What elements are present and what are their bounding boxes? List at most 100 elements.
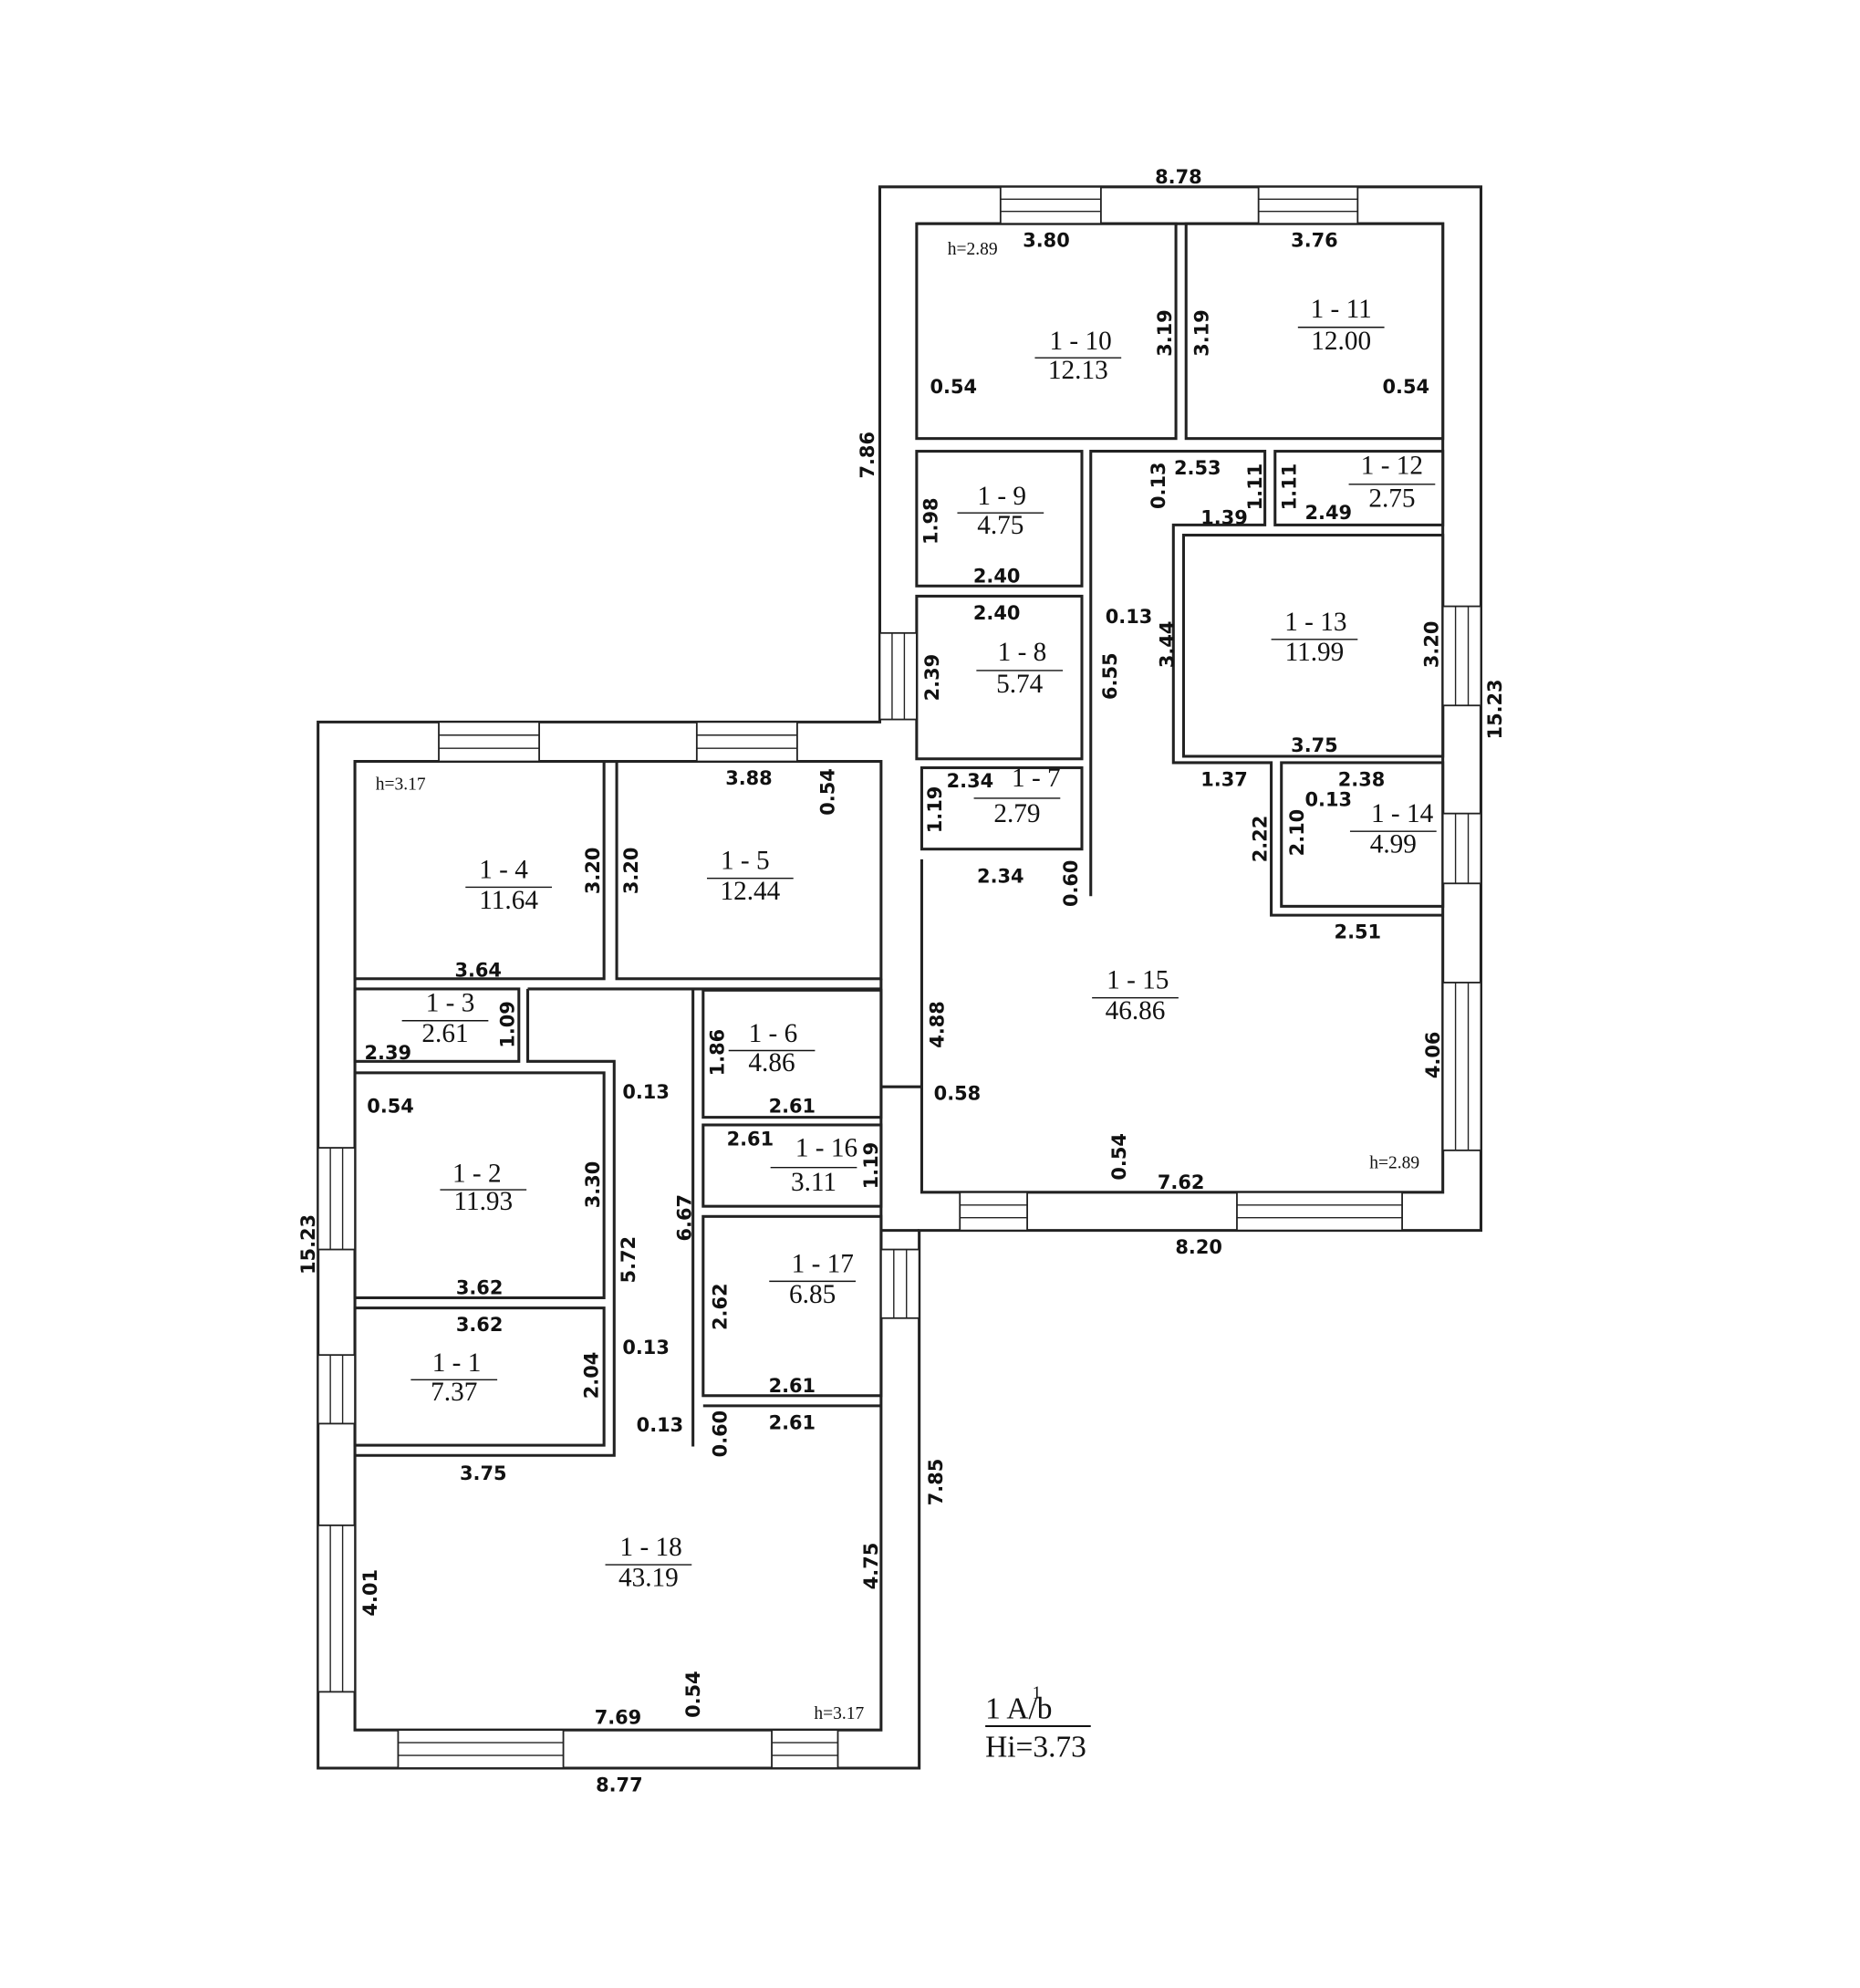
dimension-label: 5.72 [618,1236,639,1284]
dimension-label: 4.75 [860,1543,882,1590]
dimension-label: 0.13 [622,1081,670,1103]
window [397,1729,565,1769]
window [1441,982,1482,1151]
dimension-label: 7.62 [1158,1171,1205,1193]
dimension-label: 7.85 [925,1459,947,1506]
ceiling-height: h=2.89 [948,240,998,259]
dimension-label: 2.51 [1335,921,1382,943]
dimension-label: 0.13 [637,1414,684,1436]
room-number: 1 - 9 [977,482,1026,511]
room-number: 1 - 4 [479,855,528,884]
corridor-wall [355,987,922,1457]
dimension-label: 3.20 [1421,621,1443,669]
dimension-label: 2.53 [1174,457,1221,479]
dimension-label: 3.64 [454,959,502,981]
window [1441,812,1482,885]
window [317,1354,356,1425]
plan-label: 1 A/b 1 Hi=3.73 [985,1683,1091,1764]
window [1236,1191,1403,1232]
room-area: 2.61 [421,1019,468,1048]
dimension-label: 0.60 [1060,860,1082,908]
dimension-label: 15.23 [1484,679,1506,739]
room-area: 7.37 [431,1378,477,1407]
dimension-label: 7.86 [857,432,878,479]
window [999,185,1102,225]
room-area: 4.86 [748,1048,795,1077]
dimension-label: 0.13 [1106,606,1153,628]
room-1-10 [915,222,1178,441]
dimension-label: 3.44 [1157,621,1179,669]
dimension-label: 0.13 [622,1337,670,1358]
room-area: 11.64 [479,886,538,915]
room-1-12 [1273,450,1445,526]
dimension-label: 0.13 [1148,462,1169,509]
room-area: 4.75 [977,511,1024,540]
dimension-label: 15.23 [297,1214,319,1275]
dimension-label: 3.75 [460,1462,507,1484]
window [878,631,918,721]
room-number: 1 - 16 [795,1134,857,1163]
ceiling-height: h=2.89 [1369,1154,1419,1173]
dimension-label: 0.13 [1305,789,1353,811]
room-area: 2.79 [993,799,1040,828]
dimension-label: 3.80 [1023,230,1070,252]
room-1-3 [353,987,521,1063]
dimension-label: 1.86 [707,1029,729,1077]
dimension-label: 2.62 [709,1283,731,1330]
room-area: 2.75 [1368,484,1415,514]
dimension-label: 1.11 [1244,463,1266,511]
dimension-label: 1.19 [860,1142,882,1190]
window [959,1191,1028,1232]
room-number: 1 - 12 [1361,451,1423,480]
ceiling-height: h=3.17 [814,1704,864,1723]
dimension-label: 3.20 [582,848,604,895]
dimension-label: 2.38 [1338,768,1386,790]
dimension-label: 1.19 [924,786,946,834]
dimension-label: 3.30 [582,1161,604,1209]
room-number: 1 - 15 [1107,966,1169,995]
room-area: 43.19 [618,1563,679,1592]
dimension-label: 3.19 [1190,309,1212,357]
dimension-label: 2.61 [727,1129,774,1150]
room-number: 1 - 18 [620,1533,682,1562]
room-1-2 [353,1071,606,1300]
room-number: 1 - 11 [1311,295,1372,324]
room-number: 1 - 5 [721,847,770,876]
room-1-6 [701,988,883,1119]
dimension-label: 2.22 [1249,816,1271,863]
dimension-label: 3.76 [1291,230,1338,252]
dimension-label: 0.60 [709,1410,731,1458]
room-number: 1 - 6 [749,1019,798,1048]
dimension-label: 0.54 [1383,376,1430,398]
room-area: 46.86 [1106,996,1166,1025]
room-1-1 [353,1306,606,1447]
window [879,1248,920,1319]
window [771,1729,839,1769]
window [1441,605,1482,707]
dimension-label: 2.40 [973,566,1021,588]
dimension-label: 2.10 [1286,809,1308,857]
outer-wall [317,185,1482,1770]
room-area: 3.11 [791,1168,836,1197]
ceiling-height: h=3.17 [376,775,426,794]
dimension-label: 1.09 [497,1001,519,1048]
dimension-label: 4.01 [359,1569,381,1617]
window [317,1524,356,1693]
dimension-label: 0.54 [367,1095,414,1117]
dimension-label: 8.20 [1175,1236,1222,1258]
window [695,721,798,763]
windows [317,185,1482,1769]
dimension-label: 1.37 [1200,768,1248,790]
room-1-4 [353,760,606,981]
dimension-label: 8.78 [1155,166,1202,188]
dimension-label: 2.39 [365,1042,412,1064]
dimension-label: 0.54 [682,1671,704,1718]
room-area: 11.93 [453,1187,513,1216]
dimension-label: 3.19 [1154,309,1176,357]
room-area: 6.85 [789,1280,836,1309]
dimension-label: 0.54 [817,768,839,816]
room-1-7 [920,765,1084,851]
dimension-label: 6.55 [1099,652,1121,700]
